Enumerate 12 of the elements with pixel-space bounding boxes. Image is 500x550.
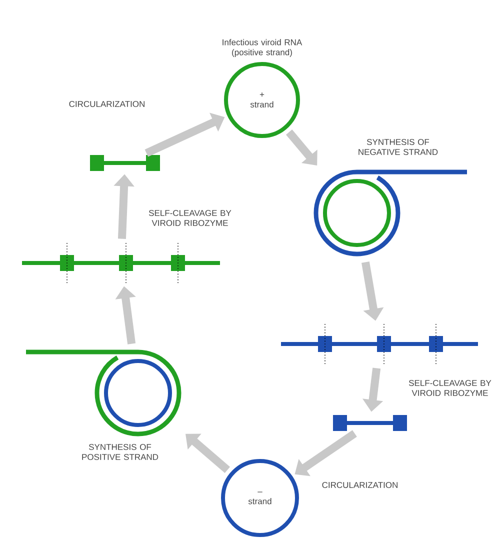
arrow xyxy=(286,130,318,166)
step-label: CIRCULARIZATION xyxy=(322,482,398,488)
rolling-circle-drawing xyxy=(26,350,182,436)
step-label: CIRCULARIZATION xyxy=(69,101,144,107)
rolling-circle-drawing xyxy=(314,170,467,256)
node-label: Infectious viroid RNA (positive strand) xyxy=(222,39,302,57)
step-label: SELF-CLEAVAGE BY VIROID RIBOZYME xyxy=(408,380,492,396)
arrow xyxy=(186,434,230,473)
rna-strand-drawing xyxy=(333,415,407,431)
rna-strand-drawing xyxy=(90,155,160,171)
rna-strand-drawing xyxy=(22,242,220,284)
rna-strand-drawing xyxy=(281,324,478,364)
